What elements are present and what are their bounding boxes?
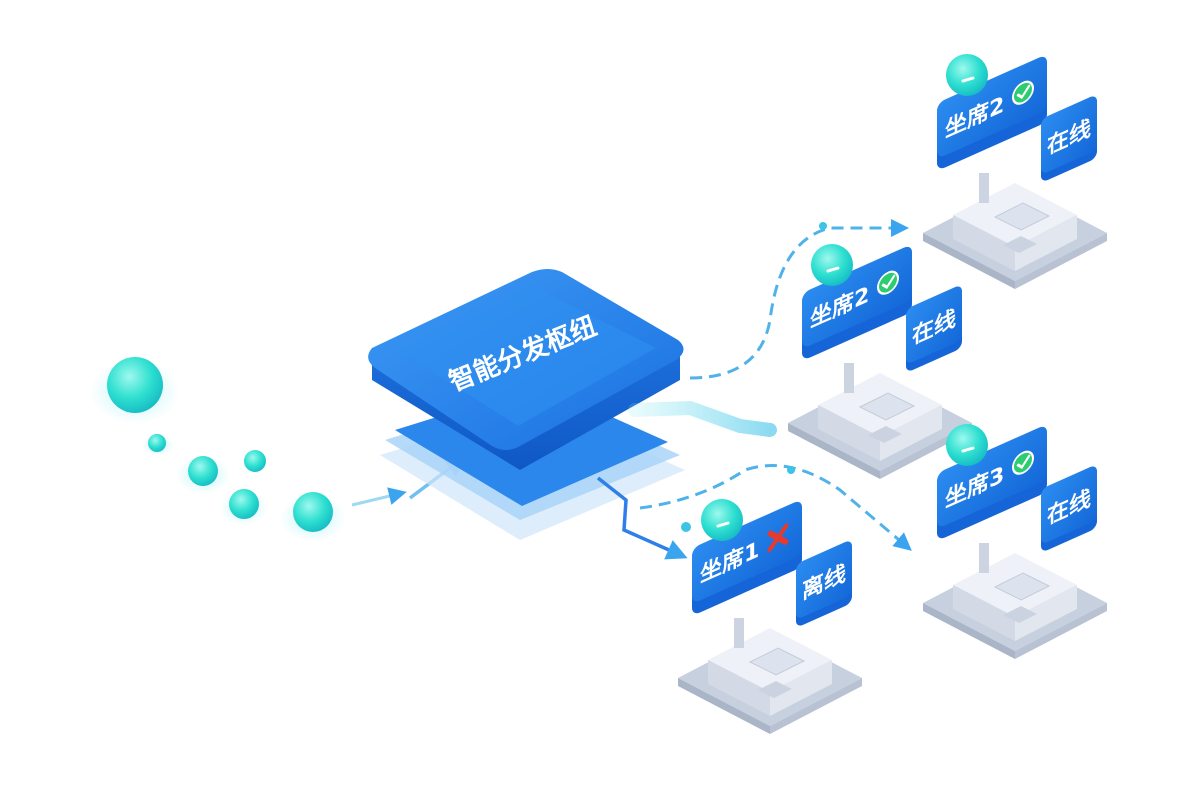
flow-to-agent-2-top bbox=[689, 219, 909, 380]
status-tag: 离线 bbox=[796, 541, 852, 626]
person-head-icon bbox=[701, 499, 743, 541]
chair bbox=[758, 681, 792, 698]
person-head-icon bbox=[946, 424, 988, 466]
station-platform-edge bbox=[678, 678, 770, 734]
station-platform-edge bbox=[923, 603, 1015, 659]
chair bbox=[1003, 606, 1037, 623]
check-icon bbox=[1012, 450, 1034, 475]
station-platform-edge bbox=[770, 678, 862, 734]
station-platform-edge bbox=[923, 233, 1015, 289]
flow-dot bbox=[819, 222, 827, 230]
check-icon bbox=[877, 270, 899, 295]
station-tag: 坐席2 bbox=[802, 246, 912, 359]
keyboard bbox=[993, 202, 1051, 231]
status-tag: 在线 bbox=[1041, 466, 1097, 551]
tag-face bbox=[802, 246, 912, 347]
monitor-stand bbox=[734, 618, 744, 648]
person-head-icon bbox=[811, 244, 853, 286]
bubble bbox=[293, 492, 333, 532]
desk-side bbox=[953, 585, 1015, 641]
check-icon bbox=[1012, 80, 1034, 105]
monitor-stand bbox=[844, 363, 854, 393]
bubble bbox=[148, 434, 166, 452]
outgoing-flows bbox=[596, 219, 912, 560]
station-tag: 坐席2 bbox=[937, 56, 1047, 169]
flow-to-agent-2-mid bbox=[628, 400, 777, 437]
hub: 智能分发枢纽 bbox=[368, 269, 685, 540]
desk-side bbox=[1015, 585, 1077, 641]
incoming-bubbles bbox=[90, 357, 346, 542]
status-tag: 在线 bbox=[1041, 96, 1097, 181]
monitor-stand bbox=[979, 173, 989, 203]
station-tag: 坐席1 bbox=[692, 501, 802, 614]
flow-dot bbox=[681, 522, 691, 532]
person-head-icon bbox=[946, 54, 988, 96]
desk-side bbox=[880, 405, 942, 461]
status-tag: 在线 bbox=[906, 286, 962, 371]
cross-icon bbox=[767, 523, 789, 553]
bubble bbox=[188, 456, 218, 486]
bubble bbox=[229, 489, 259, 519]
keyboard bbox=[858, 392, 916, 421]
desk-side bbox=[770, 660, 832, 716]
tag-face bbox=[937, 56, 1047, 157]
desk-side bbox=[708, 660, 770, 716]
flow-to-agent-1 bbox=[596, 476, 688, 560]
station-platform-edge bbox=[1015, 233, 1107, 289]
station-platform-edge bbox=[1015, 603, 1107, 659]
station-tag: 坐席3 bbox=[937, 426, 1047, 539]
incoming-arrow bbox=[351, 487, 407, 507]
keyboard bbox=[993, 572, 1051, 601]
chair bbox=[868, 426, 902, 443]
flow-dot bbox=[787, 466, 795, 474]
hub-top-inset bbox=[398, 288, 656, 426]
bubble bbox=[107, 357, 163, 413]
desk-side bbox=[818, 405, 880, 461]
station-platform-edge bbox=[788, 423, 880, 479]
tag-face bbox=[937, 426, 1047, 527]
desk-side bbox=[1015, 215, 1077, 271]
desk-side bbox=[953, 215, 1015, 271]
tag-face bbox=[692, 501, 802, 602]
chair bbox=[1003, 236, 1037, 253]
keyboard bbox=[748, 647, 806, 676]
monitor-stand bbox=[979, 543, 989, 573]
bubble bbox=[244, 450, 266, 472]
